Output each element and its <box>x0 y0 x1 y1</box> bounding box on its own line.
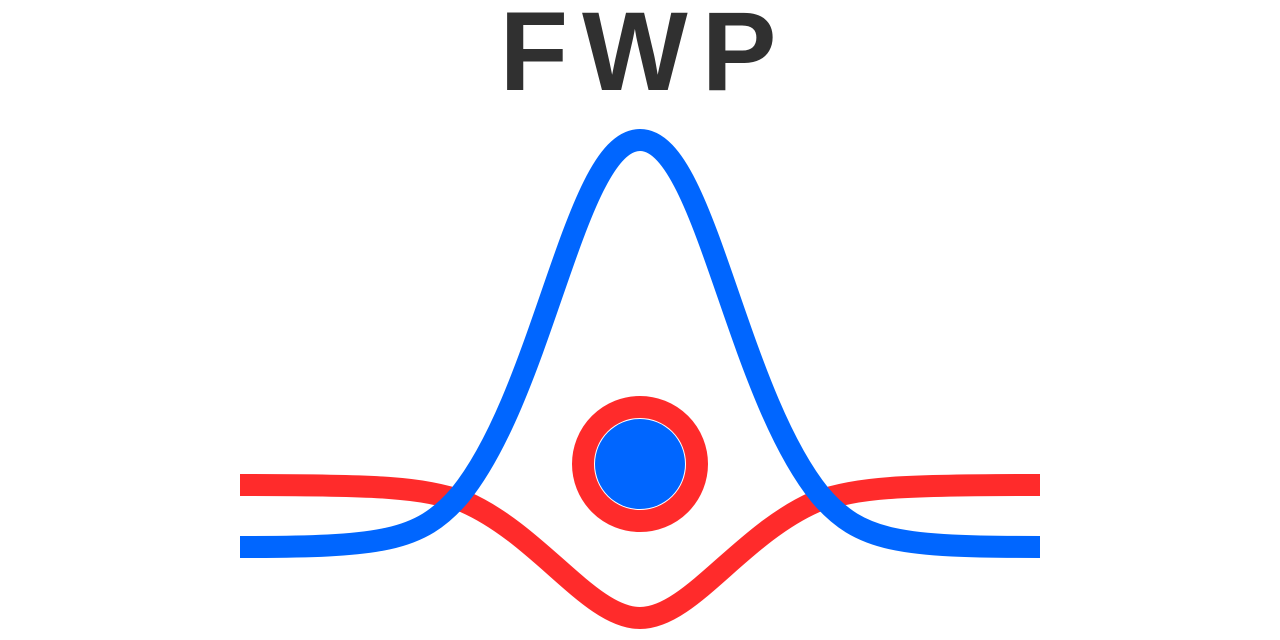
red-ring <box>572 396 708 532</box>
logo-title: FWP <box>499 0 791 114</box>
red-dip-curve <box>239 474 1041 630</box>
blue-peak-curve <box>239 128 1041 558</box>
blue-dot <box>595 419 685 509</box>
